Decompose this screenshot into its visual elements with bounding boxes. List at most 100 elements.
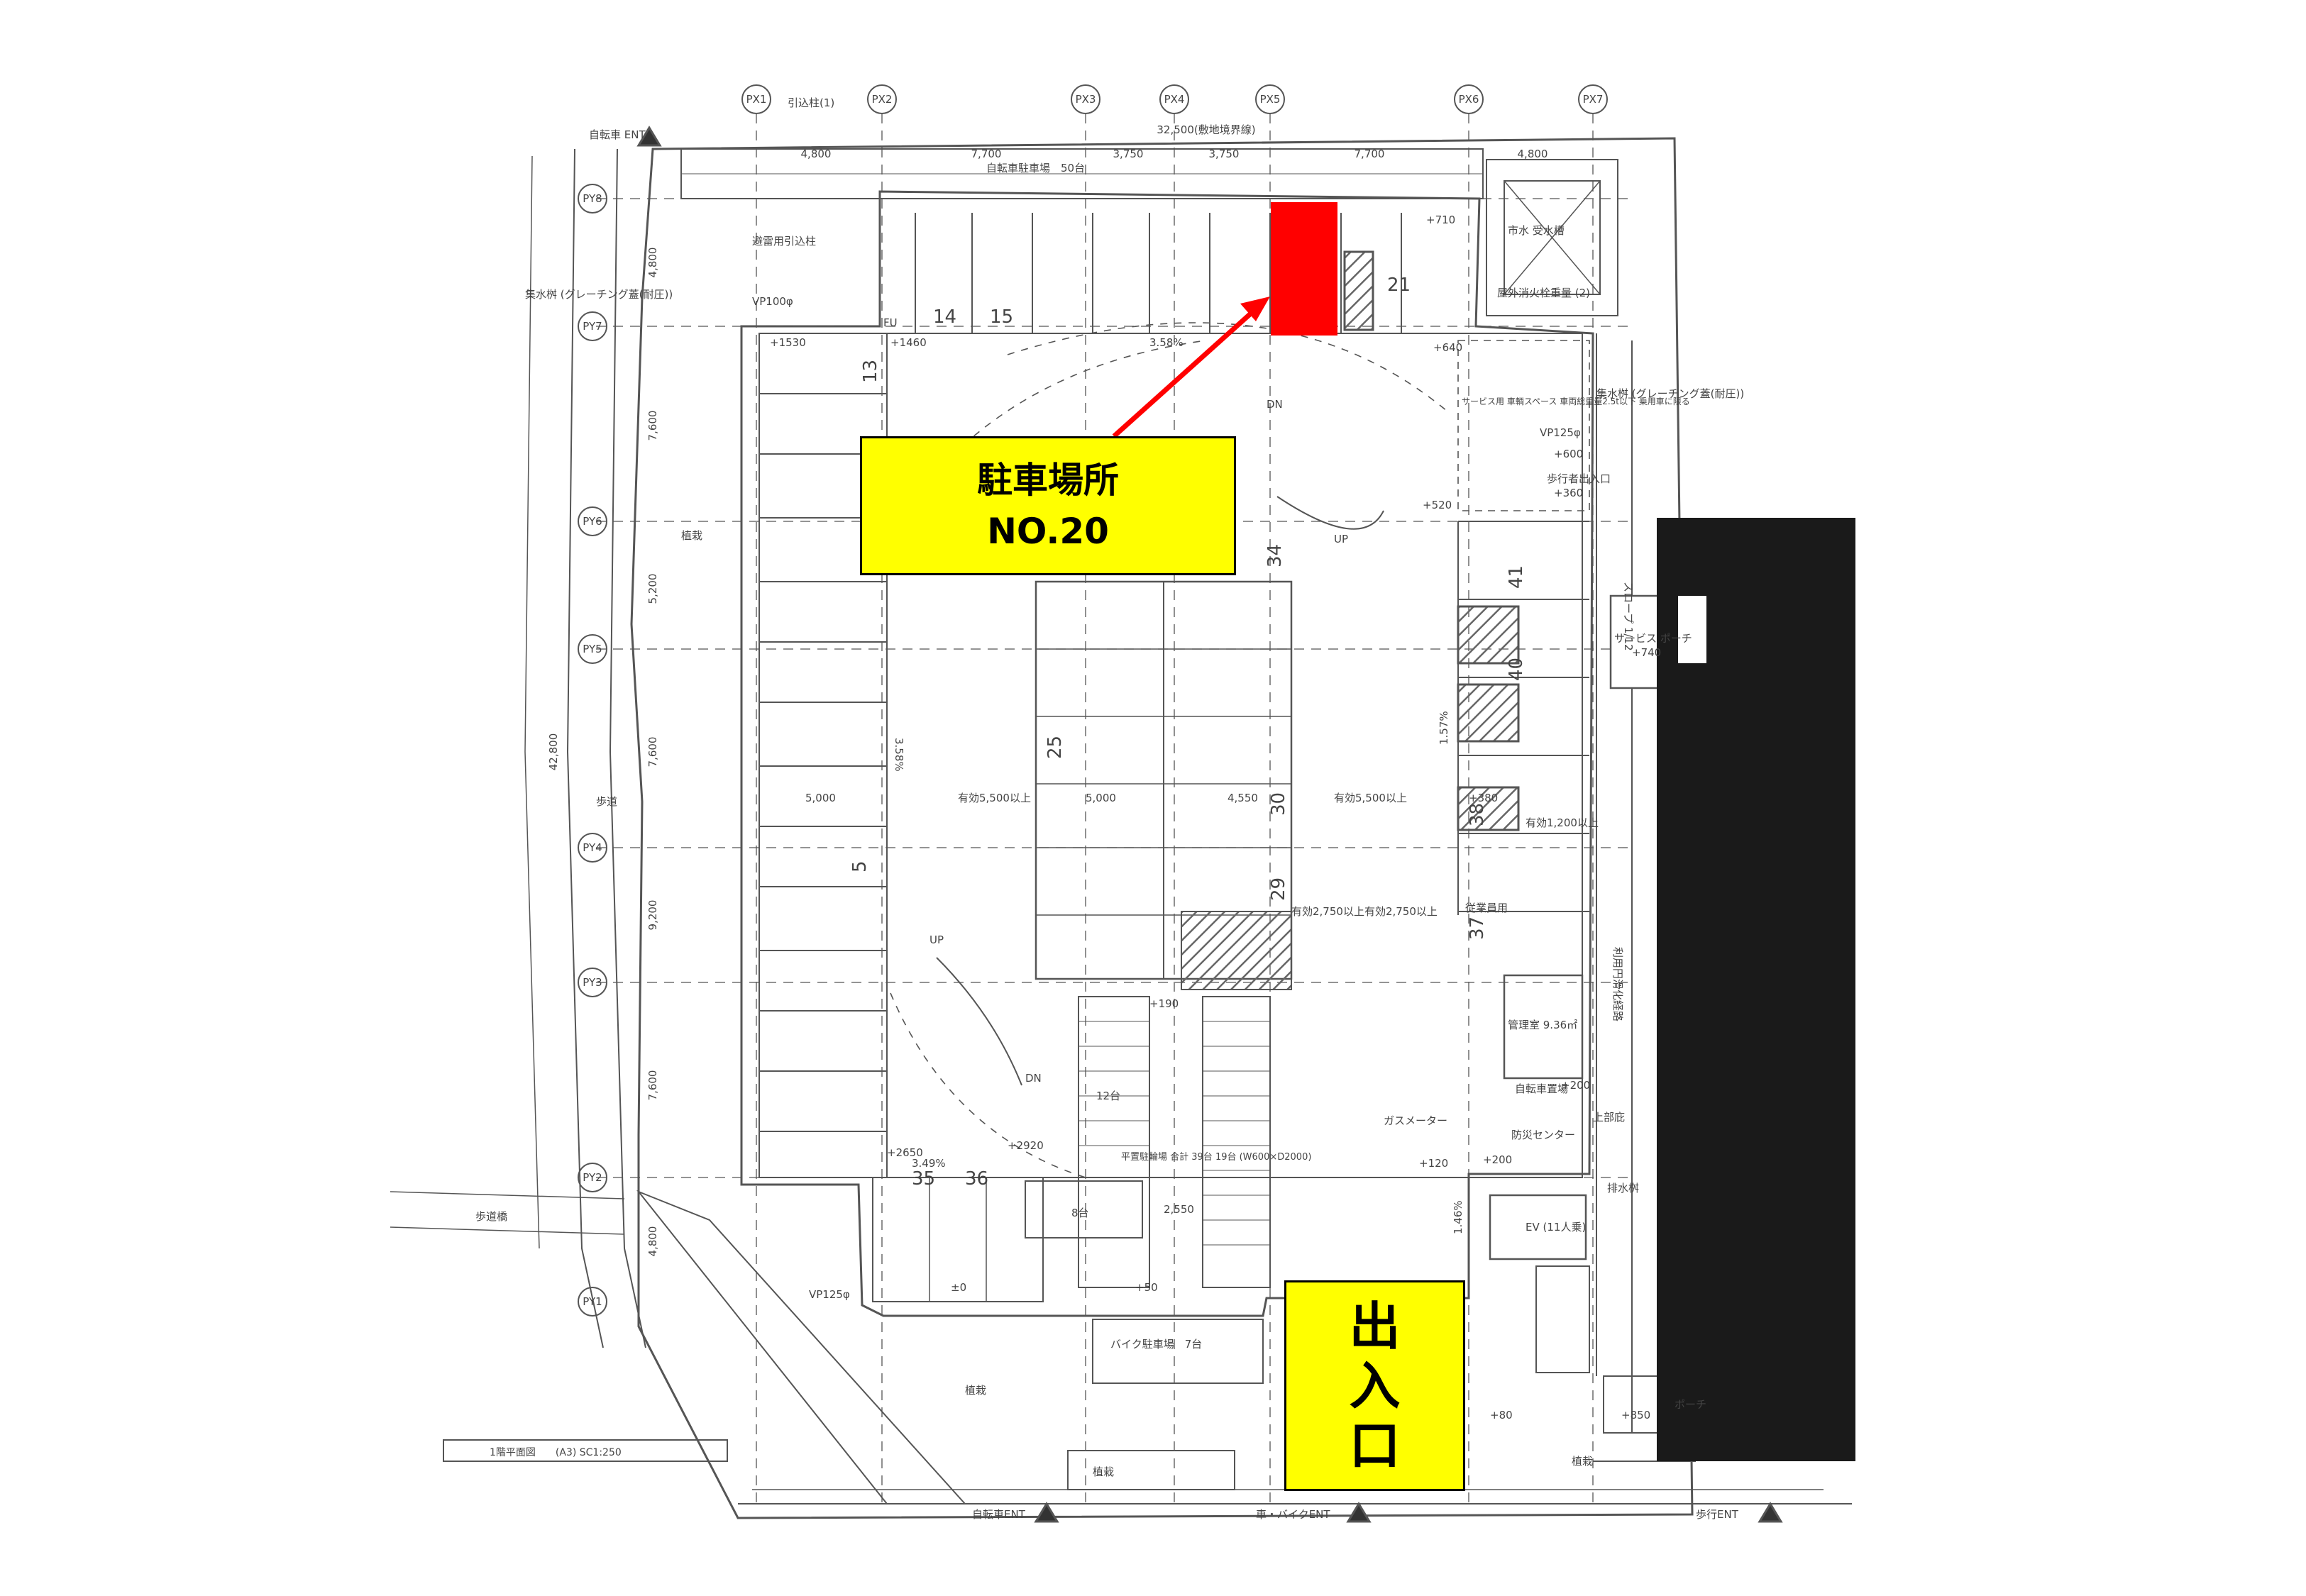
space-41: 41: [1506, 565, 1527, 589]
parking-spot-callout: 駐車場所 NO.20: [860, 436, 1236, 575]
label-service-porch: サービス ポーチ: [1614, 632, 1692, 645]
label-vp125a: VP125φ: [1540, 426, 1581, 439]
label-mech-8: 8台: [1071, 1207, 1089, 1219]
label-pedestrian-entry: 歩行者出入口: [1547, 472, 1611, 485]
label-bike-entry-top: 自転車 ENT: [589, 128, 646, 141]
dim-left-1: 4,800: [646, 248, 659, 278]
dim-left-total: 42,800: [547, 733, 560, 771]
grid-label-py7: PY7: [583, 320, 602, 333]
label-dn-1: DN: [1267, 398, 1283, 411]
grid-label-py3: PY3: [583, 976, 602, 989]
manager-room-box: [1503, 974, 1584, 1080]
entrance-char-3: 口: [1349, 1415, 1401, 1475]
label-gas-meter: ガスメーター: [1384, 1114, 1447, 1127]
space-13: 13: [860, 360, 881, 383]
label-drain-left: 集水桝 (グレーチング蓋(耐圧)): [525, 288, 673, 301]
dim-top-3: 3,750: [1113, 148, 1144, 160]
space-15: 15: [990, 306, 1013, 328]
grid-label-py6: PY6: [583, 515, 602, 528]
label-manager-room: 管理室 9.36㎡: [1508, 1019, 1577, 1031]
label-storm-drain: 避雷用引込柱: [752, 235, 816, 248]
label-bike-parking: バイク駐車場 7台: [1110, 1338, 1202, 1351]
label-planting-left: 植栽: [681, 529, 702, 542]
dim-left-4: 7,600: [646, 737, 659, 767]
label-pit: 引込柱(1): [788, 96, 834, 109]
label-vp100: VP100φ: [752, 295, 793, 308]
title-block: 1階平面図 (A3) SC1:250: [490, 1447, 622, 1458]
grid-label-py2: PY2: [583, 1171, 602, 1184]
title-block-box: [443, 1439, 728, 1462]
label-dn-2: DN: [1025, 1072, 1042, 1085]
label-upper-floor: 上部庇: [1593, 1111, 1625, 1124]
level-plus-50: +50: [1135, 1281, 1158, 1294]
label-slope-358b: 3.58%: [893, 738, 905, 772]
parking-spot-number: NO.20: [987, 511, 1109, 552]
space-25: 25: [1044, 736, 1066, 759]
label-fu: FU: [883, 316, 898, 329]
grid-label-px2: PX2: [872, 93, 893, 106]
grid-label-px4: PX4: [1164, 93, 1185, 106]
label-mech-parking: 平置駐輪場 合計 39台 19台 (W600×D2000): [1121, 1151, 1311, 1163]
label-width-1200: 有効1,200以上: [1526, 816, 1599, 829]
level-plus-190: +190: [1149, 997, 1179, 1010]
ev-box: [1489, 1194, 1587, 1260]
level-plus-710: +710: [1426, 214, 1455, 226]
label-slope-358a: 3.58%: [1149, 336, 1184, 349]
dim-left-6: 7,600: [646, 1070, 659, 1101]
space-14: 14: [933, 306, 956, 328]
space-36: 36: [965, 1168, 988, 1190]
entrance-char-1: 出: [1349, 1296, 1401, 1356]
grid-label-py4: PY4: [583, 841, 602, 854]
water-tank-box: [1486, 159, 1618, 316]
label-bike-entry-bottom: 自転車ENT: [972, 1508, 1026, 1521]
grid-label-px3: PX3: [1076, 93, 1096, 106]
label-bike-rack-top: 自転車駐車場 50台: [986, 162, 1085, 174]
label-planting-bottom2: 植栽: [1093, 1465, 1114, 1478]
label-bike-storage: 自転車置場: [1515, 1082, 1568, 1095]
label-car-bike-entry: 車・バイクENT: [1256, 1508, 1330, 1521]
level-plus-740: +740: [1632, 646, 1661, 659]
space-38: 38: [1467, 803, 1488, 826]
mech-bike-rack-b: [1202, 996, 1271, 1288]
level-plus-380: +380: [1469, 792, 1498, 804]
entrance-char-2: 入: [1349, 1356, 1401, 1416]
label-service-space: サービス用 車輌スペース 車両総重量2.5t以下 乗用車に限る: [1462, 397, 1690, 406]
label-planting-bottom3: 植栽: [1572, 1455, 1593, 1468]
label-aisle-2: 有効5,500以上: [1334, 792, 1407, 804]
label-dim-2550: 2,550: [1164, 1203, 1194, 1216]
highlighted-parking-space: [1271, 202, 1337, 336]
label-aisle-1: 有効5,500以上: [958, 792, 1031, 804]
label-smooth-route: 利用円滑化経路: [1611, 947, 1624, 1021]
entrance-callout: 出 入 口: [1284, 1280, 1465, 1491]
label-aisle-3: 有効2,750以上有効2,750以上: [1291, 905, 1438, 918]
label-up-1: UP: [1334, 533, 1348, 545]
dim-top-2: 7,700: [971, 148, 1002, 160]
space-35: 35: [912, 1168, 935, 1190]
space-37: 37: [1467, 916, 1488, 940]
label-vp125b: VP125φ: [809, 1288, 850, 1301]
bike-parking-area: [1092, 1319, 1264, 1384]
dim-top-4: 3,750: [1209, 148, 1240, 160]
label-dim-5000a: 5,000: [805, 792, 836, 804]
label-water-sub: 屋外消火栓重量 (2): [1497, 287, 1590, 299]
level-plus-120: +120: [1419, 1157, 1448, 1170]
dim-left-7: 4,800: [646, 1226, 659, 1257]
label-slope-157: 1.57%: [1438, 711, 1450, 745]
level-plus-360: +360: [1554, 487, 1583, 499]
label-slope-349: 3.49%: [912, 1157, 946, 1170]
adjacent-building: [1657, 518, 1855, 1461]
label-sidewalk: 歩道: [596, 795, 617, 808]
label-slope: スロープ 1/12: [1622, 582, 1635, 651]
space-21: 21: [1387, 275, 1411, 296]
level-plus-80: +80: [1490, 1409, 1513, 1422]
level-plus-200b: +200: [1483, 1153, 1512, 1166]
grid-label-px1: PX1: [746, 93, 767, 106]
label-drain-right: 集水桝 (グレーチング蓋(耐圧)): [1596, 387, 1744, 400]
label-water-tank: 市水 受水槽: [1508, 224, 1565, 237]
label-dim-5000b: 5,000: [1086, 792, 1116, 804]
dim-top-6: 4,800: [1518, 148, 1548, 160]
level-plus-2650: +2650: [887, 1146, 923, 1159]
grid-label-px7: PX7: [1583, 93, 1604, 106]
mech-bike-rack-a: [1078, 996, 1150, 1288]
